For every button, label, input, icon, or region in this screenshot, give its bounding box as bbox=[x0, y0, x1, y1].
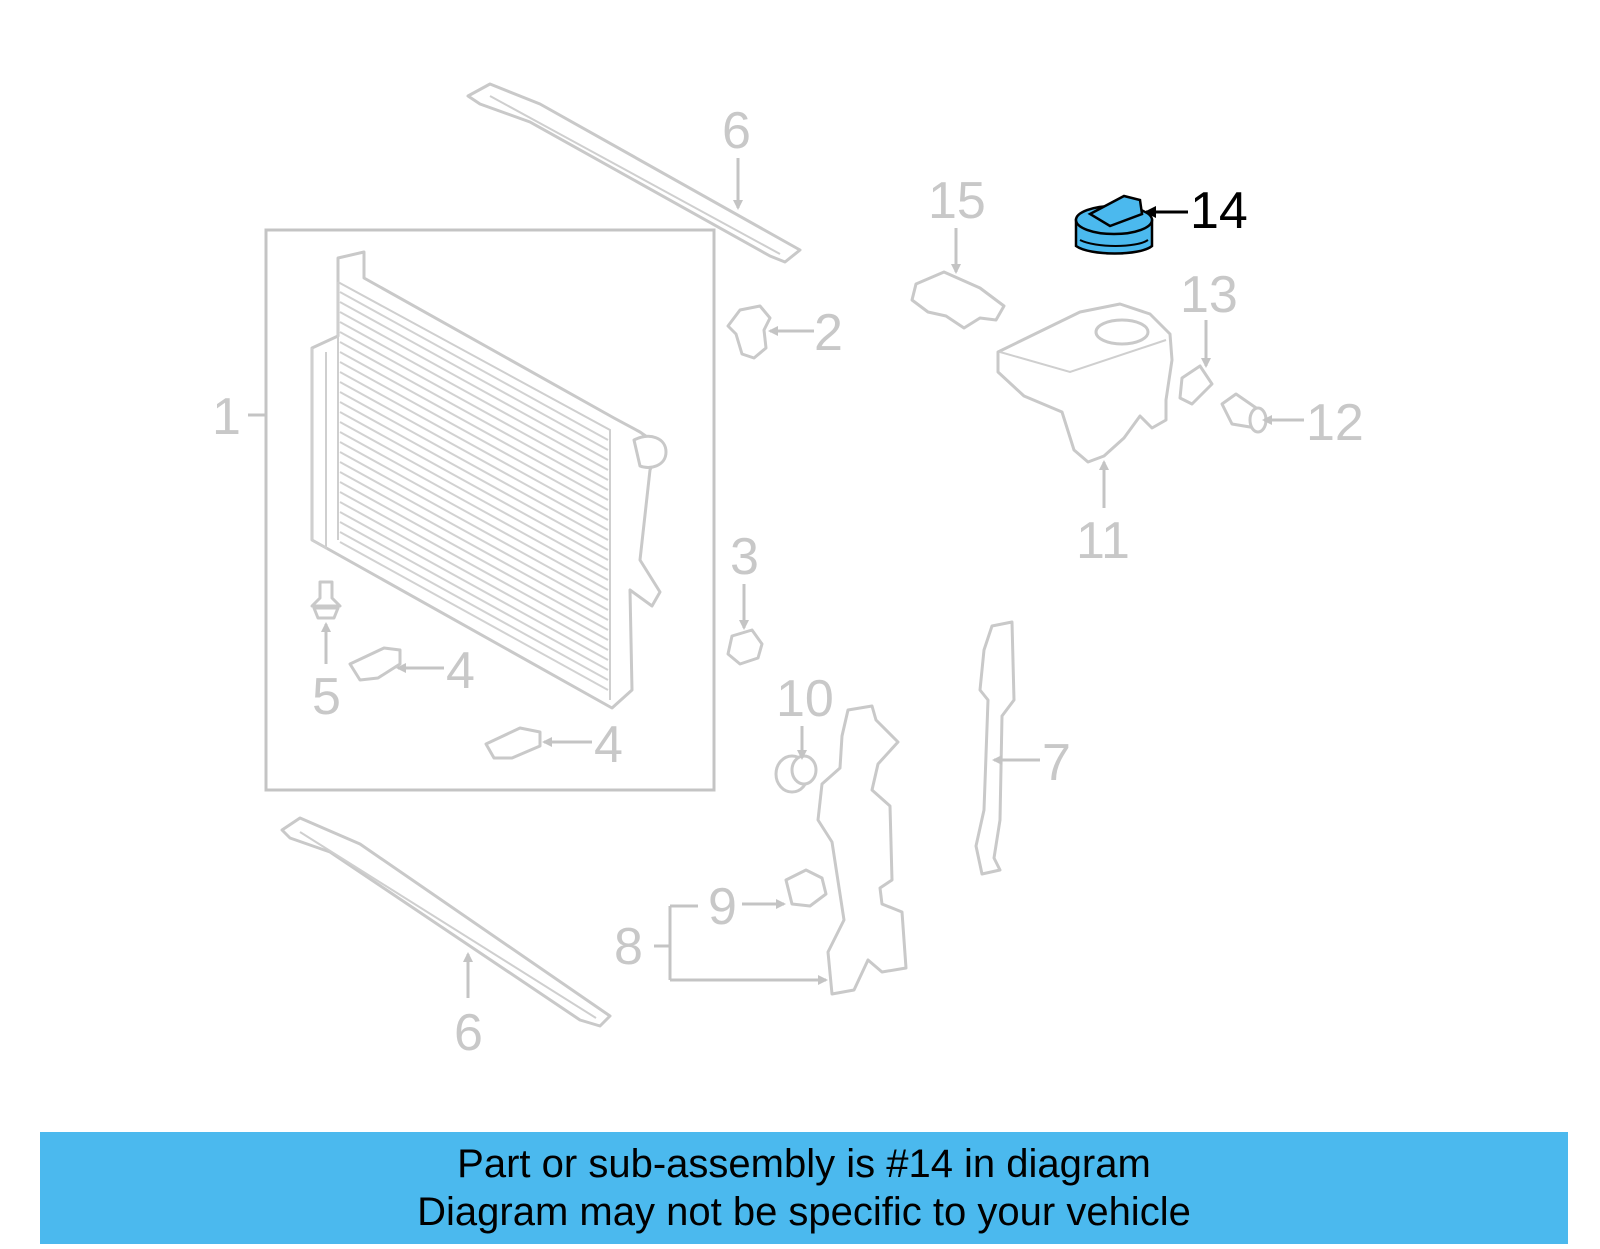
radiator-assembly-box bbox=[264, 228, 716, 792]
callout-14-highlighted: 14 bbox=[1190, 182, 1248, 240]
callout-13: 13 bbox=[1180, 266, 1238, 324]
clip-part-4-lower bbox=[484, 726, 542, 760]
parts-diagram: 1 6 2 3 4 5 4 6 10 9 8 7 15 13 12 11 14 bbox=[212, 82, 1364, 1062]
callout-6-top: 6 bbox=[722, 102, 751, 160]
callout-12: 12 bbox=[1306, 394, 1364, 452]
radiator-fin-line bbox=[339, 461, 609, 611]
seal-strip-part-7 bbox=[974, 620, 1016, 876]
lower-rail-part-6 bbox=[280, 816, 612, 1028]
air-duct-part-8 bbox=[816, 704, 908, 996]
clip-part-2 bbox=[726, 304, 772, 360]
callout-9: 9 bbox=[708, 878, 737, 936]
callout-5: 5 bbox=[312, 668, 341, 726]
radiator-fin-line bbox=[339, 431, 609, 581]
radiator-fin-line bbox=[339, 421, 609, 571]
radiator-fin-line bbox=[339, 371, 609, 521]
callout-7: 7 bbox=[1042, 734, 1071, 792]
banner-line-disclaimer: Diagram may not be specific to your vehi… bbox=[417, 1190, 1191, 1234]
radiator-fin-line bbox=[339, 411, 609, 561]
radiator-core-part-1 bbox=[310, 250, 668, 710]
grommet-part-10 bbox=[774, 754, 818, 794]
callout-8: 8 bbox=[614, 918, 643, 976]
radiator-fin-line bbox=[339, 331, 609, 481]
callout-3: 3 bbox=[730, 528, 759, 586]
callout-1: 1 bbox=[212, 388, 241, 446]
callout-6-bottom: 6 bbox=[454, 1004, 483, 1062]
expansion-tank-part-11 bbox=[996, 302, 1174, 464]
radiator-fin-line bbox=[339, 401, 609, 551]
banner-line-part-number: Part or sub-assembly is #14 in diagram bbox=[457, 1142, 1151, 1186]
radiator-fin-line bbox=[339, 381, 609, 531]
hose-fitting-part-12 bbox=[1220, 392, 1268, 434]
bracket-part-13 bbox=[1178, 364, 1214, 406]
radiator-fin-line bbox=[339, 501, 609, 651]
radiator-fin-line bbox=[339, 391, 609, 541]
bracket-part-15 bbox=[910, 270, 1006, 330]
callout-15: 15 bbox=[928, 172, 986, 230]
radiator-fin-line bbox=[339, 531, 609, 681]
radiator-fin-line bbox=[339, 541, 609, 691]
callout-2: 2 bbox=[814, 304, 843, 362]
info-banner: Part or sub-assembly is #14 in diagram D… bbox=[40, 1132, 1568, 1244]
callout-4-lower: 4 bbox=[594, 716, 623, 774]
radiator-fin-line bbox=[339, 361, 609, 511]
radiator-fin-line bbox=[339, 481, 609, 631]
radiator-fin-line bbox=[339, 321, 609, 471]
radiator-fin-line bbox=[339, 521, 609, 671]
callout-4-upper: 4 bbox=[446, 642, 475, 700]
leader-8 bbox=[654, 904, 826, 980]
radiator-fin-line bbox=[339, 511, 609, 661]
filler-cap-part-14 bbox=[1074, 194, 1154, 255]
radiator-fin-line bbox=[339, 291, 609, 441]
nut-part-3 bbox=[726, 628, 764, 666]
callout-10: 10 bbox=[776, 670, 834, 728]
radiator-fin-line bbox=[339, 451, 609, 601]
radiator-fin-line bbox=[339, 341, 609, 491]
radiator-fin-line bbox=[339, 471, 609, 621]
bolt-part-5 bbox=[310, 580, 342, 620]
callout-11: 11 bbox=[1076, 512, 1130, 570]
upper-rail-part-6 bbox=[466, 82, 802, 264]
radiator-fin-line bbox=[339, 441, 609, 591]
radiator-fin-line bbox=[339, 311, 609, 461]
radiator-fin-line bbox=[339, 301, 609, 451]
clip-part-4-upper bbox=[348, 646, 402, 682]
radiator-fin-line bbox=[339, 491, 609, 641]
clip-part-9 bbox=[784, 868, 828, 908]
radiator-fin-line bbox=[339, 351, 609, 501]
